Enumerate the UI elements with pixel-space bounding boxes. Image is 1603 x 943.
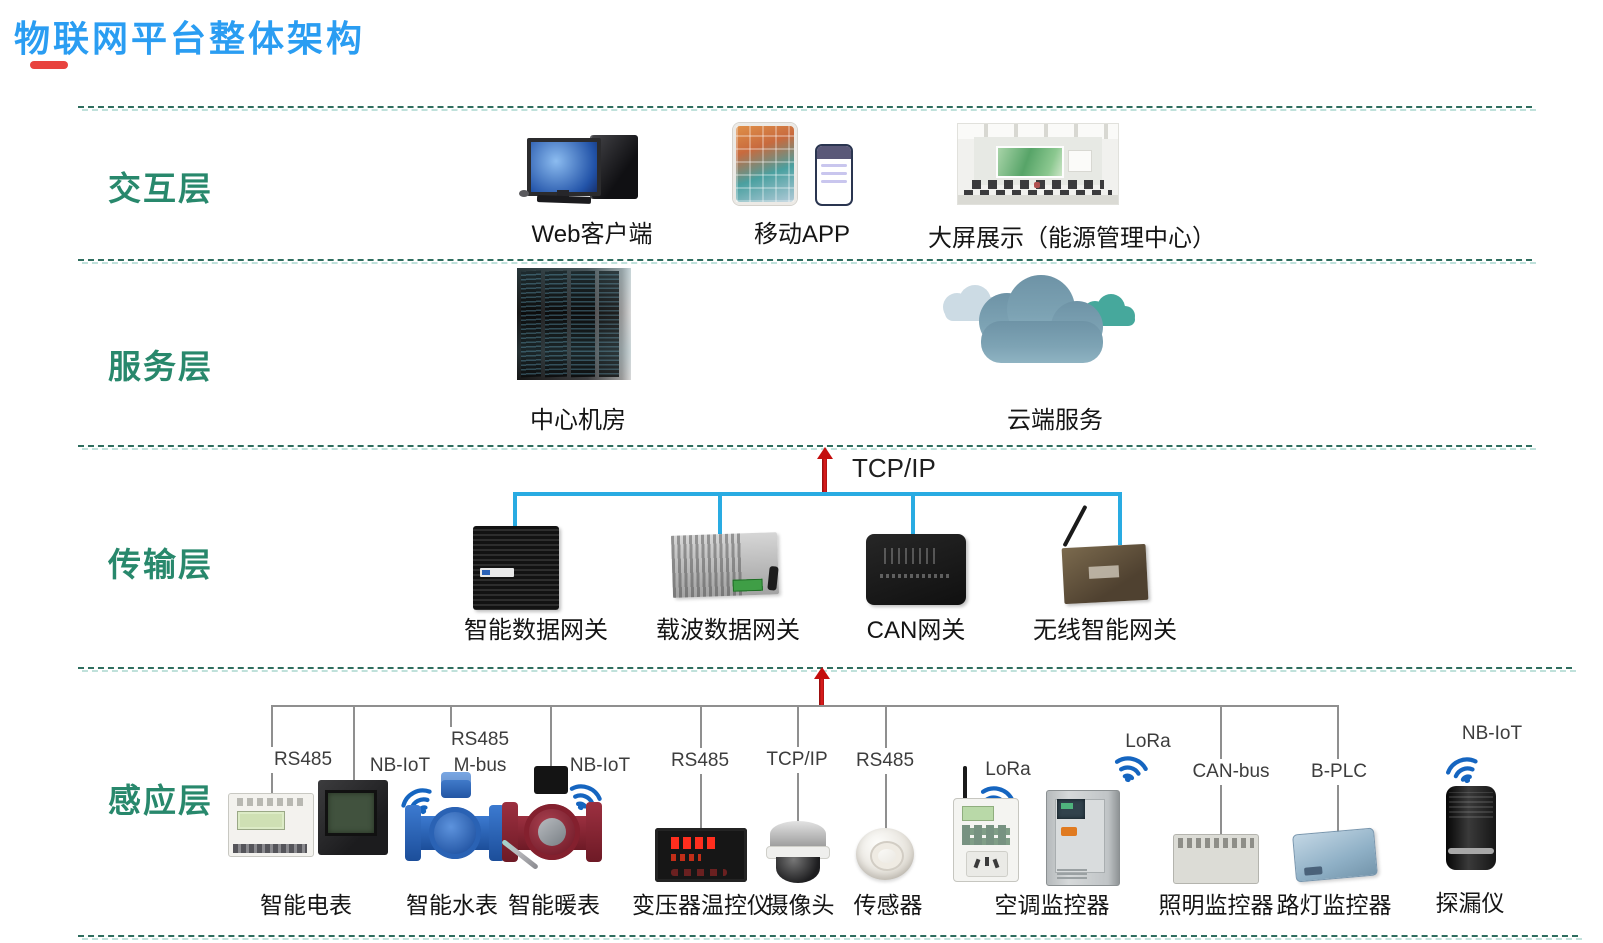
mobile-app-image: [733, 123, 853, 206]
lighting-monitor-image: [1173, 834, 1259, 884]
transport-drop-2: [718, 492, 722, 534]
water-meter-label: 智能水表: [406, 892, 498, 918]
camera-image: [766, 821, 830, 883]
sensing-bus-line: [271, 705, 1337, 707]
sensing-drop-4: [550, 705, 552, 772]
smart-electric-panel-meter-image: [318, 780, 388, 855]
protocol-bplc: B-PLC: [1308, 759, 1370, 785]
separator-line-1: [78, 106, 1536, 111]
transformer-temp-controller-image: [655, 828, 747, 882]
smart-electric-meter-image: [228, 793, 314, 857]
protocol-lora-2: LoRa: [1122, 729, 1174, 755]
leak-detector-image: [1446, 786, 1496, 870]
transport-drop-3: [911, 492, 915, 535]
cloud-image: [943, 275, 1145, 405]
control-room-image: [957, 123, 1119, 205]
ac-monitor-antenna: [963, 766, 967, 800]
electric-meter-label: 智能电表: [260, 892, 352, 918]
protocol-rs485-mbus: RS485 M-bus: [447, 727, 513, 779]
can-gateway-label: CAN网关: [866, 617, 966, 644]
protocol-canbus: CAN-bus: [1189, 759, 1273, 785]
wireless-smart-gateway-label: 无线智能网关: [1033, 617, 1177, 644]
mobile-app-label: 移动APP: [753, 221, 851, 248]
server-room-label: 中心机房: [530, 407, 626, 434]
layer-label-sensing: 感应层: [108, 782, 213, 819]
big-screen: [996, 146, 1064, 178]
separator-line-2: [78, 259, 1536, 264]
ac-monitor-cabinet-image: [1046, 790, 1120, 886]
protocol-nbiot-3: NB-IoT: [1458, 721, 1526, 747]
transformer-temp-controller-label: 变压器温控仪: [632, 892, 770, 918]
sensor-image: [856, 828, 914, 880]
protocol-nbiot-1: NB-IoT: [366, 753, 434, 779]
separator-line-5: [78, 935, 1582, 940]
smart-heat-meter-image: [501, 766, 602, 871]
web-client-label: Web客户端: [531, 221, 653, 248]
transport-protocol-label: TCP/IP: [852, 453, 936, 483]
sensing-drop-2: [353, 705, 355, 783]
ac-monitor-label: 空调监控器: [994, 892, 1110, 918]
ac-monitor-panel-image: [953, 798, 1019, 882]
protocol-rs485-3: RS485: [852, 748, 918, 774]
pc-mouse: [519, 190, 529, 197]
can-gateway-image: [866, 534, 966, 605]
wifi-icon: [1445, 757, 1478, 784]
transport-drop-1: [513, 492, 517, 527]
leak-detector-label: 探漏仪: [1435, 890, 1505, 916]
tablet: [733, 123, 797, 205]
smart-water-meter-image: [405, 770, 505, 862]
streetlight-monitor-image: [1292, 827, 1378, 883]
smart-data-gateway-label: 智能数据网关: [464, 617, 608, 644]
transport-drop-4: [1118, 492, 1122, 545]
title-accent-bar: [30, 61, 68, 69]
wifi-icon: [569, 784, 602, 811]
camera-label: 摄像头: [765, 892, 835, 918]
protocol-tcpip: TCP/IP: [763, 747, 831, 773]
heat-meter-label: 智能暖表: [508, 892, 600, 918]
pc-monitor: [527, 138, 601, 196]
protocol-nbiot-2: NB-IoT: [566, 753, 634, 779]
server-room-image: [517, 268, 631, 380]
layer-label-service: 服务层: [108, 348, 213, 385]
smartphone: [815, 144, 853, 206]
up-arrow-transport-icon: [816, 447, 833, 494]
web-client-image: [519, 133, 641, 205]
layer-label-transport: 传输层: [108, 546, 213, 583]
separator-line-3: [78, 445, 1536, 450]
protocol-rs485-1: RS485: [270, 747, 336, 773]
wireless-gateway-antenna: [1062, 504, 1088, 548]
big-cloud: [979, 275, 1103, 363]
sensor-label: 传感器: [853, 892, 923, 918]
wifi-icon: [1114, 756, 1148, 783]
big-screen-label: 大屏展示（能源管理中心）: [928, 225, 1216, 252]
protocol-rs485-2: RS485: [667, 748, 733, 774]
wireless-smart-gateway-image: [1061, 543, 1149, 605]
up-arrow-sensing-icon: [813, 667, 830, 706]
protocol-lora-1: LoRa: [982, 757, 1034, 783]
carrier-data-gateway-label: 载波数据网关: [656, 617, 800, 644]
streetlight-monitor-label: 路灯监控器: [1276, 892, 1392, 918]
cloud-service-label: 云端服务: [1007, 407, 1103, 434]
smart-data-gateway-image: [473, 526, 559, 610]
lighting-monitor-label: 照明监控器: [1158, 892, 1274, 918]
carrier-data-gateway-image: [670, 532, 780, 598]
page-title: 物联网平台整体架构: [14, 18, 366, 59]
layer-label-interaction: 交互层: [108, 170, 213, 207]
transport-bus-line: [515, 492, 1122, 496]
